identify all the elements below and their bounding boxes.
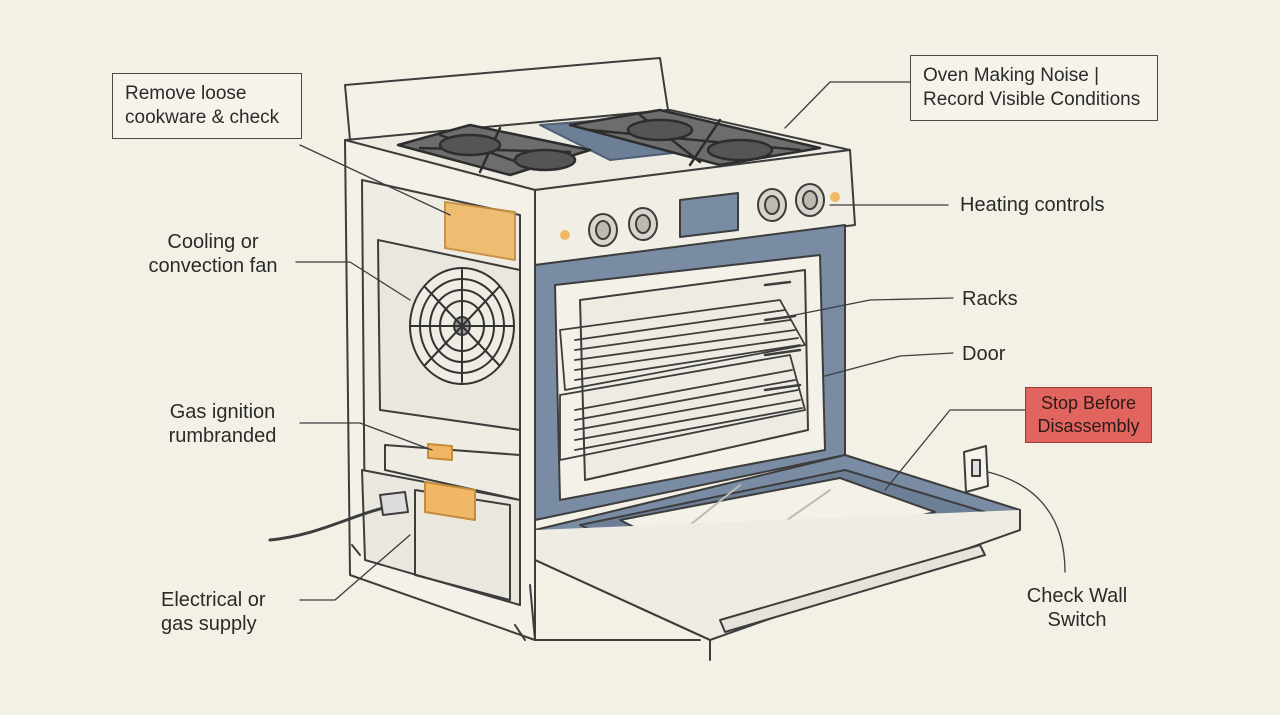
door-handle xyxy=(719,544,986,633)
leader-gas-ignition xyxy=(299,422,433,451)
callout-door: Door xyxy=(962,343,1006,365)
loose-part-highlight xyxy=(444,201,516,261)
leader-remove-cookware xyxy=(299,144,451,216)
callout-wall-switch: Check Wall Switch xyxy=(1026,585,1128,631)
ignition-highlight xyxy=(427,443,453,461)
callout-racks: Racks xyxy=(962,288,1018,310)
supply-cable xyxy=(268,503,397,542)
callout-heating-controls: Heating controls xyxy=(960,194,1105,216)
leader-door xyxy=(824,352,954,377)
leader-electrical-supply xyxy=(299,534,411,601)
leader-stop-disassembly xyxy=(884,409,1026,491)
wall-switch-plate xyxy=(963,445,989,493)
burner-grate-right xyxy=(568,108,822,167)
oven-racks xyxy=(559,299,806,461)
burner-grate-left xyxy=(396,123,592,177)
leader-cooling-fan xyxy=(295,261,411,301)
display-window xyxy=(679,192,739,238)
callout-gas-ignition: Gas ignition rumbranded xyxy=(168,401,277,447)
leader-oven-noise xyxy=(784,81,911,129)
callout-oven-noise: Oven Making Noise | Record Visible Condi… xyxy=(910,55,1158,121)
leader-wall-switch xyxy=(987,471,1066,573)
callout-cooling-fan: Cooling or convection fan xyxy=(148,231,278,277)
callout-remove-cookware: Remove loose cookware & check xyxy=(112,73,302,139)
control-knobs xyxy=(588,183,825,247)
supply-valve-highlight xyxy=(424,481,476,521)
stop-disassembly-badge: Stop Before Disassembly xyxy=(1025,387,1152,443)
leader-racks xyxy=(779,297,954,319)
callout-electrical-supply: Electrical or gas supply xyxy=(161,589,266,635)
convection-fan xyxy=(409,267,515,385)
